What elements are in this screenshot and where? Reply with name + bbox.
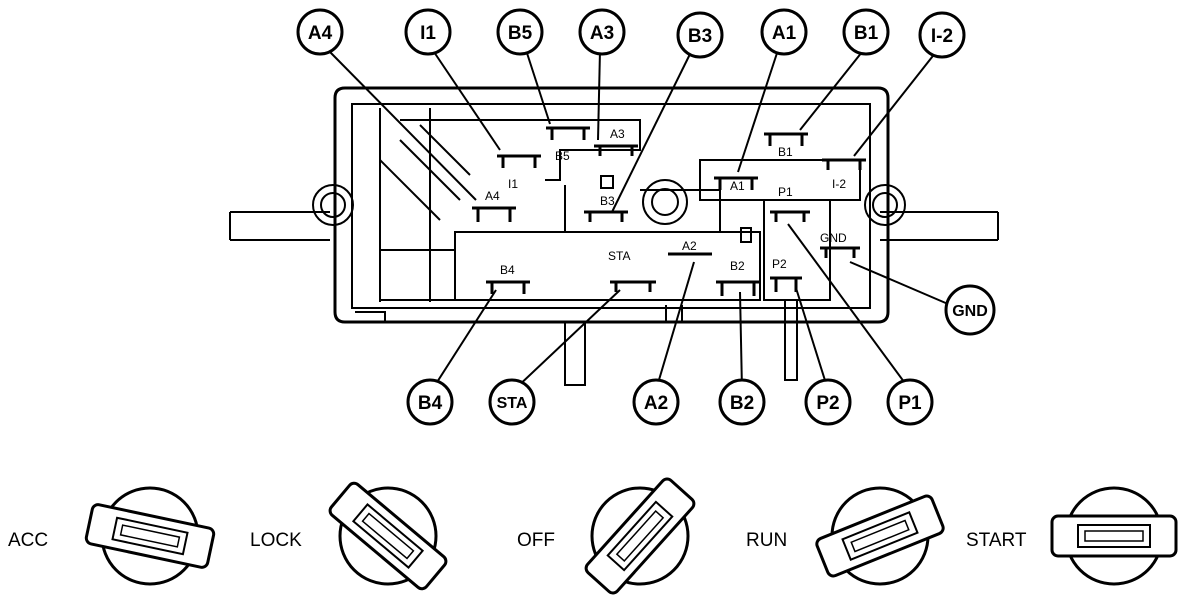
inner-label-i1: I1 — [508, 177, 518, 191]
callout-b5: B5 — [496, 8, 544, 56]
inner-label-b1: B1 — [778, 145, 793, 159]
terminal-b3 — [584, 210, 628, 222]
terminal-sta — [610, 280, 656, 292]
callout-i1: I1 — [404, 8, 452, 56]
inner-label-a2: A2 — [682, 239, 697, 253]
inner-labels: B5 A3 I1 A4 B3 A1 B1 I-2 P1 GND A2 STA B… — [485, 127, 847, 277]
callout-a1: A1 — [760, 8, 808, 56]
svg-text:I1: I1 — [420, 23, 436, 44]
inner-label-p2: P2 — [772, 257, 787, 271]
svg-text:P2: P2 — [816, 393, 839, 414]
inner-label-sta: STA — [608, 249, 630, 263]
callout-b2: B2 — [718, 378, 766, 426]
svg-text:B3: B3 — [688, 26, 712, 47]
terminal-gnd — [820, 246, 860, 258]
callout-gnd: GND — [944, 284, 996, 336]
svg-text:A2: A2 — [644, 393, 668, 414]
inner-label-b4: B4 — [500, 263, 515, 277]
inner-label-a1: A1 — [730, 179, 745, 193]
key-label-lock: LOCK — [250, 530, 302, 551]
inner-label-i2: I-2 — [832, 177, 846, 191]
inner-label-p1: P1 — [778, 185, 793, 199]
callout-b4: B4 — [406, 378, 454, 426]
inner-label-b2: B2 — [730, 259, 745, 273]
callout-p1: P1 — [886, 378, 934, 426]
svg-text:I-2: I-2 — [931, 26, 953, 47]
callouts: A4 I1 B5 A3 B3 A1 B1 I-2 — [296, 8, 996, 426]
terminal-p1 — [770, 210, 810, 222]
callout-b3: B3 — [676, 11, 724, 59]
inner-label-a3: A3 — [610, 127, 625, 141]
svg-text:STA: STA — [497, 395, 528, 412]
inner-label-b5: B5 — [555, 149, 570, 163]
key-position-acc: ACC — [8, 486, 216, 586]
svg-text:B5: B5 — [508, 23, 533, 44]
callout-a3: A3 — [578, 8, 626, 56]
key-position-lock: LOCK — [250, 481, 448, 591]
svg-text:P1: P1 — [898, 393, 922, 414]
svg-text:B1: B1 — [854, 23, 879, 44]
terminals — [472, 126, 866, 296]
svg-text:A3: A3 — [590, 23, 614, 44]
key-positions: ACC LOCK OFF — [8, 477, 1178, 595]
key-position-off: OFF — [517, 477, 696, 595]
terminal-i1 — [497, 154, 541, 168]
callout-a4: A4 — [296, 8, 344, 56]
svg-text:A4: A4 — [308, 23, 333, 44]
svg-text:B4: B4 — [418, 393, 443, 414]
key-label-start: START — [966, 530, 1027, 551]
leader-lines — [329, 49, 949, 391]
callout-a2: A2 — [632, 378, 680, 426]
terminal-a1 — [714, 176, 758, 190]
key-label-off: OFF — [517, 530, 555, 551]
key-position-start: START — [966, 486, 1178, 586]
terminal-i2 — [822, 158, 866, 170]
callout-sta: STA — [488, 378, 536, 426]
key-label-run: RUN — [746, 530, 787, 551]
terminal-b1 — [764, 132, 808, 146]
svg-text:A1: A1 — [772, 23, 797, 44]
callout-p2: P2 — [804, 378, 852, 426]
svg-text:GND: GND — [952, 303, 988, 320]
svg-text:B2: B2 — [730, 393, 754, 414]
inner-label-b3: B3 — [600, 194, 615, 208]
terminal-a3 — [594, 144, 638, 156]
terminal-b2 — [716, 280, 760, 296]
connector-housing — [229, 86, 999, 386]
callout-i2: I-2 — [918, 11, 966, 59]
terminal-b5 — [546, 126, 590, 140]
key-label-acc: ACC — [8, 530, 48, 551]
key-position-run: RUN — [746, 486, 945, 586]
terminal-b4 — [486, 280, 530, 294]
inner-label-a4: A4 — [485, 189, 500, 203]
callout-b1: B1 — [842, 8, 890, 56]
inner-label-gnd: GND — [820, 231, 847, 245]
terminal-a4 — [472, 206, 516, 222]
